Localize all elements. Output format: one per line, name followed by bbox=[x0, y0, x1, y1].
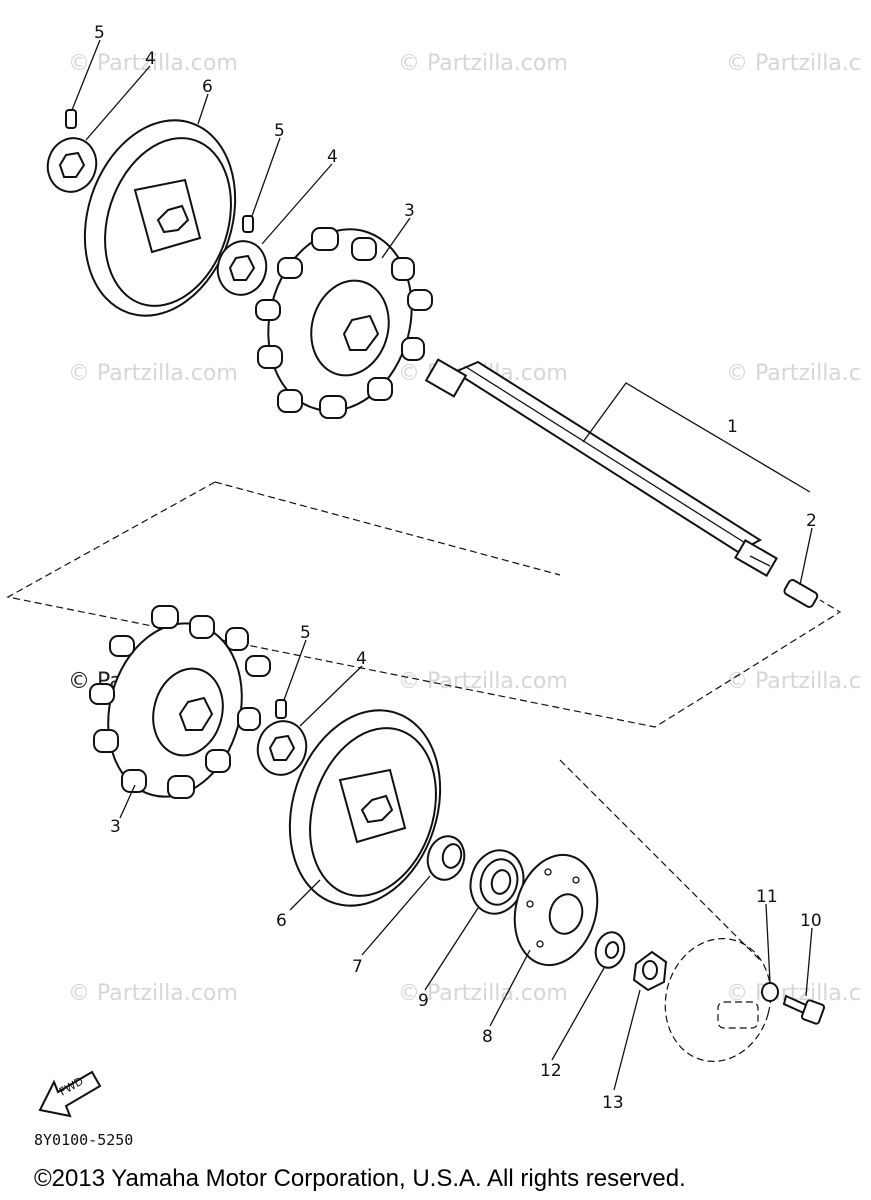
spacer bbox=[426, 835, 466, 881]
sprocket-upper bbox=[255, 227, 433, 419]
sprocket-lower bbox=[89, 605, 271, 799]
callout-9: 9 bbox=[418, 991, 429, 1011]
watermark: © Partzilla.com bbox=[398, 669, 568, 694]
washer bbox=[594, 931, 626, 969]
watermark: © Partzilla.c bbox=[726, 51, 861, 76]
callout-3: 3 bbox=[404, 201, 415, 221]
drive-shaft bbox=[424, 358, 778, 578]
callouts: 5 4 6 5 4 3 1 2 5 4 3 6 7 9 8 12 13 11 1… bbox=[94, 23, 822, 1113]
callout-5: 5 bbox=[274, 121, 285, 141]
watermark: © Partzilla.com bbox=[68, 361, 238, 386]
assembly-outline bbox=[6, 481, 842, 961]
diagram-code: 8Y0100-5250 bbox=[34, 1131, 133, 1149]
collar-upper-middle bbox=[216, 215, 268, 296]
callout-10: 10 bbox=[800, 911, 822, 931]
collar-upper-left bbox=[46, 109, 98, 193]
fwd-arrow: FWD bbox=[38, 1070, 102, 1118]
watermark: © Partzilla.c bbox=[726, 361, 861, 386]
callout-4: 4 bbox=[356, 649, 367, 669]
callout-12: 12 bbox=[540, 1061, 562, 1081]
watermark: © Partzilla.com bbox=[398, 981, 568, 1006]
collar-lower bbox=[256, 699, 308, 776]
watermark: © Partzilla.com bbox=[68, 981, 238, 1006]
watermark: © Partzilla.com bbox=[398, 51, 568, 76]
callout-3: 3 bbox=[110, 817, 121, 837]
callout-8: 8 bbox=[482, 1027, 493, 1047]
bolt bbox=[782, 994, 826, 1025]
callout-5: 5 bbox=[94, 23, 105, 43]
lock-washer bbox=[761, 982, 779, 1002]
callout-1: 1 bbox=[727, 417, 738, 437]
idler-wheel-upper bbox=[83, 119, 237, 317]
callout-5: 5 bbox=[300, 623, 311, 643]
housing-ghost bbox=[664, 938, 772, 1062]
sleeve bbox=[783, 579, 819, 608]
leader-lines bbox=[71, 39, 813, 1091]
callout-11: 11 bbox=[756, 887, 778, 907]
copyright-text: ©2013 Yamaha Motor Corporation, U.S.A. A… bbox=[34, 1165, 686, 1192]
idler-wheel-lower bbox=[288, 709, 442, 907]
watermark: © Partzilla.c bbox=[726, 669, 861, 694]
flange-plate bbox=[513, 853, 599, 967]
callout-4: 4 bbox=[145, 49, 156, 69]
bearing bbox=[469, 849, 525, 915]
watermark: © Partzilla.com bbox=[68, 51, 238, 76]
nut bbox=[632, 950, 668, 992]
callout-7: 7 bbox=[352, 957, 363, 977]
callout-13: 13 bbox=[602, 1093, 624, 1113]
callout-2: 2 bbox=[806, 511, 817, 531]
callout-4: 4 bbox=[327, 147, 338, 167]
callout-6: 6 bbox=[276, 911, 287, 931]
callout-6: 6 bbox=[202, 77, 213, 97]
